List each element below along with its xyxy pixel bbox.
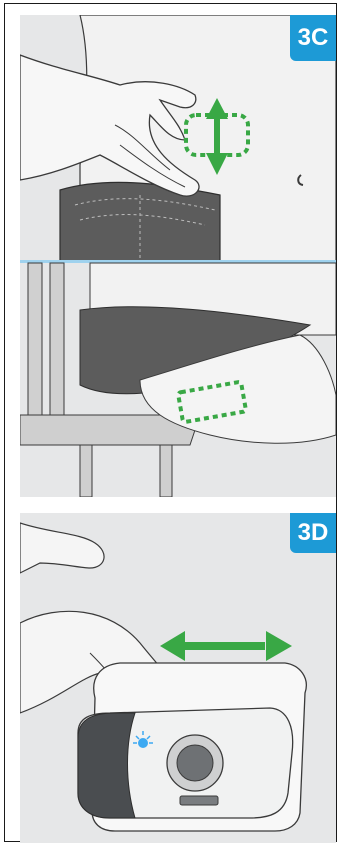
panel-3c: 3C: [20, 15, 336, 497]
panel-3d: 3D: [20, 513, 336, 843]
injector-device: [78, 663, 306, 831]
panel-3d-badge: 3D: [290, 513, 336, 553]
panel-3c-badge: 3C: [290, 15, 336, 61]
injection-sites-illustration: [20, 15, 336, 497]
injector-illustration: [20, 513, 336, 843]
abdomen-scene: [20, 15, 336, 261]
thigh-scene: [20, 263, 336, 497]
